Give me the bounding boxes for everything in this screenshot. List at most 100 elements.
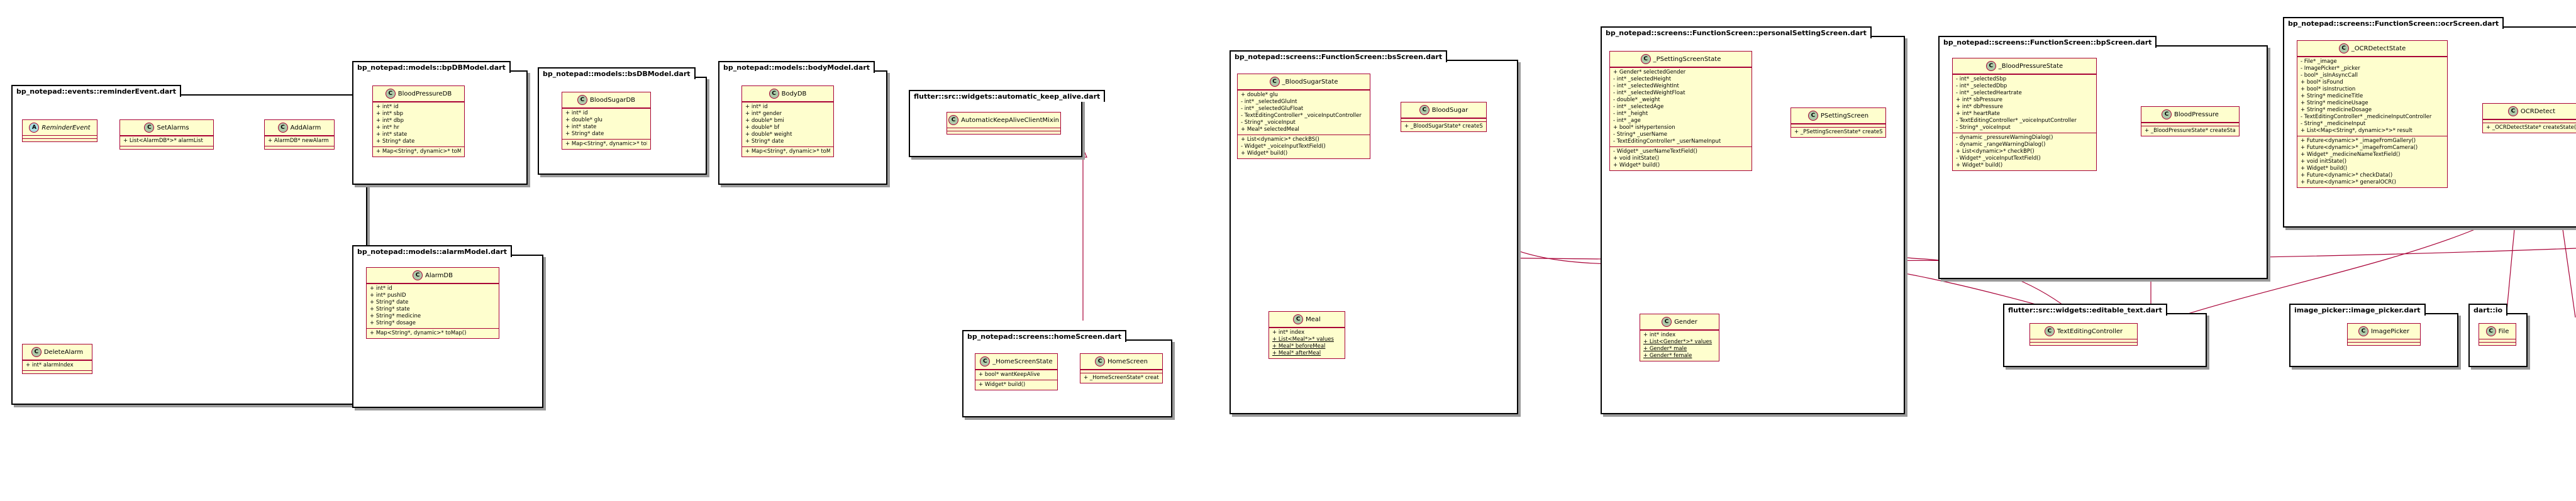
field: + int* index [1272,329,1305,336]
class-home-screen-state[interactable]: C_HomeScreenState + bool* wantKeepAlive … [975,353,1058,390]
field: + bool* wantKeepAlive [979,372,1040,378]
field: + int* hr [376,124,399,131]
class-name: _BloodPressureState [1998,62,2063,70]
class-ocr-detect-state[interactable]: C_OCRDetectState - File* _image - ImageP… [2297,40,2448,188]
package-title: bp_notepad::screens::homeScreen.dart [962,330,1127,342]
relation-ocrstate-imagepicker [2506,229,2515,318]
class-badge-icon: C [31,347,42,357]
class-name: BodyDB [781,90,807,97]
package-title: flutter::src::widgets::automatic_keep_al… [909,90,1106,102]
class-blood-sugar-state[interactable]: C_BloodSugarState + double* glu - int* _… [1237,74,1370,159]
field: + String* medicineDosage [2301,107,2372,113]
field: - ImagePicker* _picker [2301,65,2360,72]
field: - String* _voiceInput [1956,124,2011,131]
field: - TextEditingController* _voiceInputCont… [1956,118,2077,124]
class-name: BloodSugarDB [589,96,636,104]
method: + Widget* build() [2301,165,2348,172]
field: + int* gender [745,111,782,117]
package-title: dart::io [2468,304,2508,316]
field: - int* _selectedAge [1613,104,1664,110]
field: - TextEditingController* _userNameInput [1613,138,1721,145]
field: - String* _voiceInput [1241,119,1296,126]
method: + void initState() [1613,155,1660,162]
method: + Map<String*, dynamic>* toMap() [745,148,830,155]
package-title: image_picker::image_picker.dart [2289,304,2426,316]
abstract-badge-icon: A [29,123,40,133]
method: + List<dynamic>* checkBS() [1241,136,1319,143]
package-title: bp_notepad::screens::FunctionScreen::per… [1601,26,1872,38]
field: - String* _userName [1613,131,1667,138]
field: + double* glu [565,117,602,123]
class-badge-icon: C [2485,326,2496,336]
class-name: PSettingScreen [1820,112,1869,119]
method: + Widget* _medicineNameTextField() [2301,151,2401,158]
field: + bool* isFound [2301,79,2343,85]
field: + String* medicine [370,313,421,319]
relation-ocrstate-file [2562,229,2576,318]
method: + Future<dynamic>* _imageFromCamera() [2301,145,2418,151]
field: + String* medicineTitle [2301,93,2363,99]
method: + Widget* build() [1613,162,1660,168]
field: + int* dbPressure [1956,104,2003,110]
package-reminder-event: bp_notepad::events::reminderEvent.dart A… [11,85,367,405]
class-badge-icon: C [413,270,423,280]
class-badge-icon: C [980,356,991,366]
field: + int* id [565,110,588,116]
class-psetting-state[interactable]: C_PSettingScreenState + Gender* selected… [1609,51,1752,171]
method: + Widget* build() [979,382,1026,388]
method: - Widget* _userNameTextField() [1613,148,1697,155]
class-name: File [2498,328,2509,335]
package-title: bp_notepad::screens::FunctionScreen::ocr… [2283,17,2504,29]
method: + _OCRDetectState* createState() [2486,124,2576,131]
field: + int* id [376,104,399,110]
package-title: bp_notepad::models::bpDBModel.dart [352,61,511,73]
field: - int* _selectedGluFloat [1241,106,1304,112]
package-title: bp_notepad::models::alarmModel.dart [352,245,513,257]
class-badge-icon: C [2162,109,2172,119]
class-name: AutomaticKeepAliveClientMixin [961,116,1059,124]
class-name: _HomeScreenState [992,358,1053,365]
field: + AlarmDB* newAlarm [268,138,329,144]
field: - TextEditingController* _voiceInputCont… [1241,113,1362,119]
package-title: bp_notepad::screens::FunctionScreen::bpS… [1938,36,2157,48]
static-field: + Meal* afterMeal [1272,350,1321,356]
method: + Map<String*, dynamic>* toMap() [370,330,467,336]
field: + int* id [370,285,392,292]
field: + int* dbp [376,118,404,124]
package-title: bp_notepad::models::bsDBModel.dart [538,67,696,79]
class-badge-icon: C [1807,111,1818,121]
field: - int* _age [1613,118,1641,124]
class-name: BloodSugar [1431,106,1468,114]
class-badge-icon: C [2338,43,2349,53]
class-badge-icon: C [1640,54,1651,64]
class-badge-icon: C [948,115,959,125]
class-blood-pressure-state[interactable]: C_BloodPressureState - int* _selectedSbp… [1952,58,2097,171]
class-name: Meal [1306,316,1321,323]
static-field: + List<Meal*>* values [1272,336,1334,343]
class-name: _BloodSugarState [1282,78,1338,85]
field: + Gender* selectedGender [1613,69,1686,75]
class-name: SetAlarms [157,124,189,131]
